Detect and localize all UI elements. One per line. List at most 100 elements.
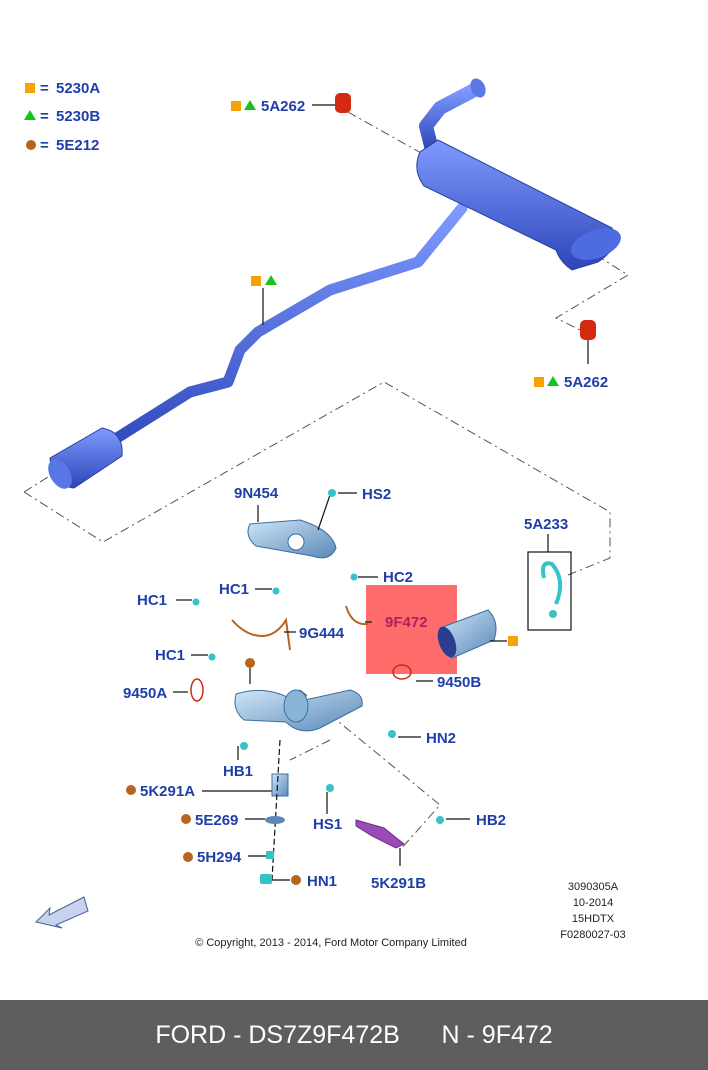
label-hc1-a: HC1 (137, 592, 167, 609)
bolt-5h294 (266, 851, 274, 859)
rear-muffler-end (571, 228, 621, 260)
circle-icon (26, 140, 36, 150)
heat-shield-9n454: 9N454 HS2 (234, 485, 391, 559)
label-9450b: 9450B (437, 674, 481, 691)
rubber-hanger (580, 320, 596, 340)
triangle-icon (265, 275, 277, 285)
legend: = 5230A = 5230B = 5E212 (24, 80, 100, 154)
sensor-wire (231, 617, 291, 651)
drawing-meta: 3090305A 10-2014 15HDTX F0280027-03 (560, 881, 625, 941)
square-icon (534, 377, 544, 387)
circle-icon (181, 814, 191, 824)
sensor-9g444: HC1 HC1 HC1 9G444 (137, 581, 345, 684)
bolt-icon (549, 610, 557, 618)
meta-line: 3090305A (568, 881, 619, 893)
lower-bracket: 5K291A 5E269 HS1 5H294 HN1 (126, 739, 342, 890)
hanger-right: 5A262 (534, 320, 608, 391)
label-5a262-top: 5A262 (261, 98, 305, 115)
square-icon (251, 276, 261, 286)
triangle-icon (244, 100, 256, 110)
orientation-arrow-icon (35, 896, 89, 929)
circle-icon (183, 852, 193, 862)
square-icon (508, 636, 518, 646)
converter-end (437, 626, 457, 658)
isolator-5e269 (265, 816, 285, 824)
bracket-5k291a (271, 773, 289, 797)
rubber-hanger (335, 93, 351, 113)
label-5k291b: 5K291B (371, 875, 426, 892)
footer-spacer (400, 1021, 442, 1050)
assembly-outline (23, 381, 611, 576)
bolt-icon (326, 784, 334, 792)
legend-code-5230A: 5230A (56, 80, 100, 97)
downpipe-flange (283, 689, 309, 723)
circle-icon (245, 658, 255, 668)
label-9g444: 9G444 (299, 625, 345, 642)
square-icon (231, 101, 241, 111)
exhaust-pipe-assembly (48, 78, 621, 489)
label-hs2: HS2 (362, 486, 391, 503)
label-hb2: HB2 (476, 812, 506, 829)
meta-line: 15HDTX (572, 913, 615, 925)
clip-icon (208, 653, 216, 661)
bolt-icon (240, 742, 248, 750)
nut-icon (388, 730, 396, 738)
gasket-ring (190, 678, 204, 702)
legend-code-5E212: 5E212 (56, 137, 99, 154)
front-resonator-end (48, 459, 72, 489)
pipe-clamp-marker (251, 275, 277, 325)
label-5h294: 5H294 (197, 849, 242, 866)
tailpipe (419, 81, 485, 157)
square-icon (25, 83, 35, 93)
legend-eq: = (40, 80, 49, 97)
legend-eq: = (40, 137, 49, 154)
label-5a262-right: 5A262 (564, 374, 608, 391)
exhaust-diagram: = 5230A = 5230B = 5E212 5A262 5A262 (23, 78, 629, 949)
gasket-5k291b (355, 819, 405, 849)
label-hn1: HN1 (307, 873, 337, 890)
label-hs1: HS1 (313, 816, 342, 833)
lower-dash (289, 689, 441, 851)
label-hn2: HN2 (426, 730, 456, 747)
bracket-box (527, 551, 572, 631)
downpipe: 9450A HN2 HB1 (123, 678, 456, 780)
nut-hn1 (260, 874, 272, 884)
meta-line: F0280027-03 (560, 929, 625, 941)
label-9450a: 9450A (123, 685, 167, 702)
label-hc2: HC2 (383, 569, 413, 586)
clip-icon (350, 573, 358, 581)
bracket-5a233: 5A233 (524, 516, 572, 631)
footer-bar: FORD - DS7Z9F472B N - 9F472 (0, 1000, 708, 1070)
hanger-dash-top (347, 111, 431, 159)
meta-line: 10-2014 (573, 897, 613, 909)
hanger-top: 5A262 (231, 93, 351, 115)
bracket-clamp (541, 561, 563, 605)
label-5e269: 5E269 (195, 812, 238, 829)
tailpipe-tip (470, 78, 486, 98)
circle-icon (126, 785, 136, 795)
triangle-icon (24, 110, 36, 120)
triangle-icon (547, 376, 559, 386)
bolt-icon (436, 816, 444, 824)
label-hc1-b: HC1 (219, 581, 249, 598)
legend-code-5230B: 5230B (56, 108, 100, 125)
label-hc1-c: HC1 (155, 647, 185, 664)
label-5a233: 5A233 (524, 516, 568, 533)
footer-part: N - 9F472 (441, 1020, 553, 1049)
copyright: © Copyright, 2013 - 2014, Ford Motor Com… (195, 937, 467, 949)
bolt-icon (328, 489, 336, 497)
label-5k291a: 5K291A (140, 783, 195, 800)
catalytic-converter: 9F472 HC2 9450B (345, 569, 518, 691)
label-9f472: 9F472 (385, 614, 428, 631)
circle-icon (291, 875, 301, 885)
label-9n454: 9N454 (234, 485, 279, 502)
gasket-ring (392, 664, 412, 680)
footer-brand: FORD - DS7Z9F472B (155, 1020, 400, 1049)
legend-eq: = (40, 108, 49, 125)
clip-icon (272, 587, 280, 595)
bracket-5k291b: 5K291B HB2 (355, 812, 506, 892)
sensor-wire (345, 605, 369, 626)
hanger-dash-right (554, 244, 629, 333)
shield-hole (287, 533, 305, 551)
clip-icon (192, 598, 200, 606)
